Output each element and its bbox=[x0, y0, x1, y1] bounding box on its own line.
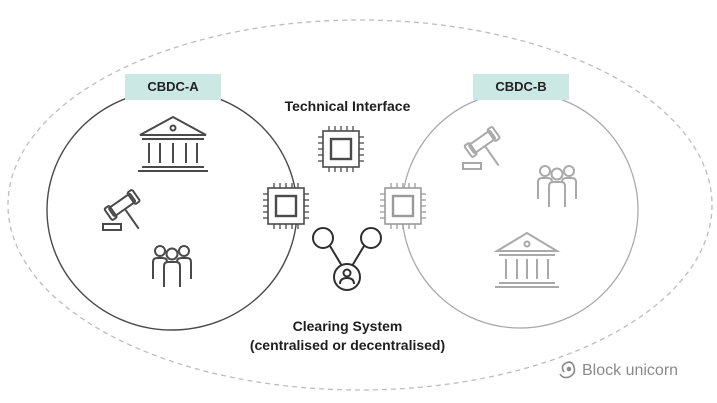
people-icon-b bbox=[537, 165, 577, 207]
cbdc-b-label: CBDC-B bbox=[473, 74, 569, 100]
clearing-system-sublabel: (centralised or decentralised) bbox=[249, 337, 446, 353]
clearing-system-label: Clearing System bbox=[292, 318, 403, 334]
bank-icon bbox=[138, 115, 208, 172]
outer-dashed-ellipse bbox=[7, 19, 713, 391]
cbdc-a-label: CBDC-A bbox=[125, 74, 221, 100]
cbdc-b-circle bbox=[401, 91, 639, 329]
watermark-text: Block unicorn bbox=[582, 362, 679, 379]
watermark-logo-icon bbox=[559, 361, 576, 379]
chip-icon-top bbox=[318, 126, 364, 172]
gavel-icon bbox=[102, 189, 141, 231]
network-node-icon bbox=[312, 227, 382, 291]
chip-icon-right bbox=[380, 183, 426, 229]
chip-icon-left bbox=[263, 183, 309, 229]
people-icon bbox=[152, 245, 192, 287]
bank-icon-b bbox=[493, 231, 561, 288]
gavel-icon-b bbox=[462, 126, 501, 170]
technical-interface-label: Technical Interface bbox=[284, 98, 411, 114]
